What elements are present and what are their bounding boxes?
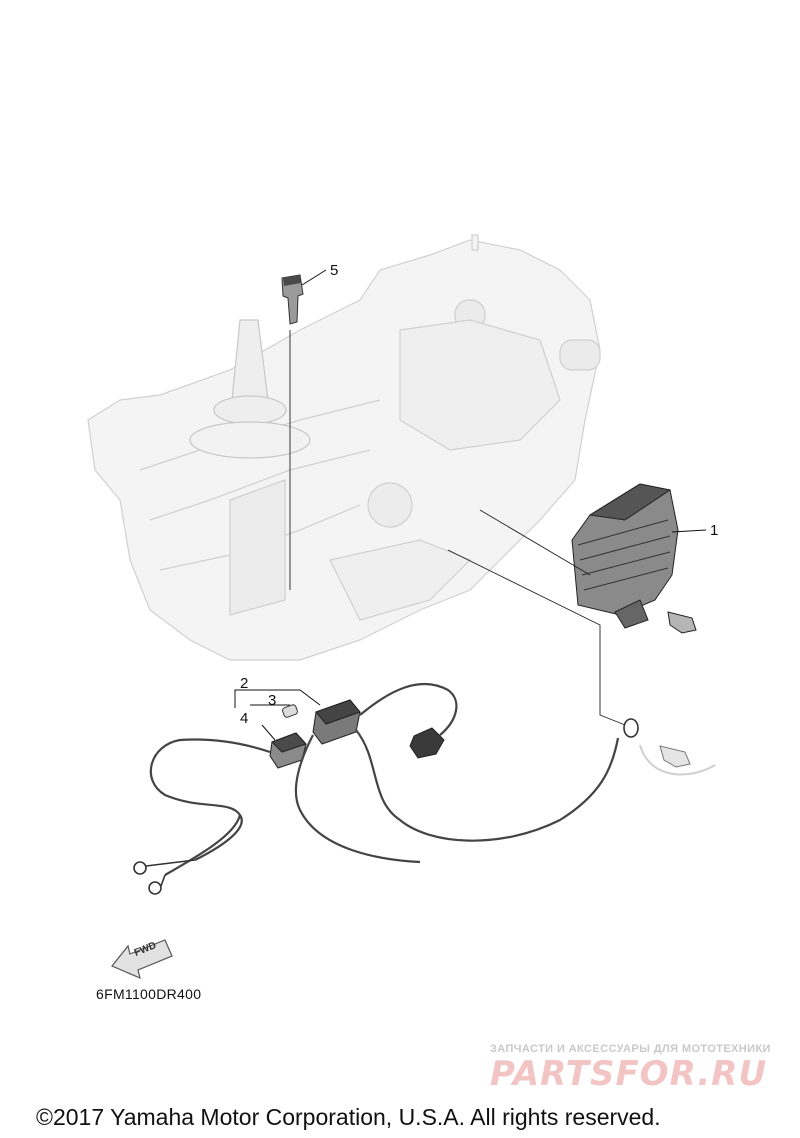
part-3-fuse	[282, 704, 298, 718]
callout-5: 5	[330, 262, 339, 279]
fwd-arrow	[111, 939, 173, 980]
callout-4: 4	[240, 710, 249, 727]
callout-2: 2	[240, 675, 249, 692]
part-5-cap	[281, 274, 304, 325]
wire-harness	[149, 682, 620, 876]
watermark-tagline: ЗАПЧАСТИ И АКСЕССУАРЫ ДЛЯ МОТОТЕХНИКИ	[490, 1043, 771, 1055]
leader-1	[671, 529, 707, 533]
diagram-code: 6FM1100DR400	[96, 986, 202, 1002]
callout-3: 3	[268, 692, 277, 709]
flywheel-cone	[189, 319, 311, 459]
callout-1: 1	[710, 522, 719, 539]
engine-block	[87, 234, 601, 661]
copyright-notice: ©2017 Yamaha Motor Corporation, U.S.A. A…	[36, 1104, 661, 1130]
watermark-logo: PARTSFOR.RU	[490, 1054, 768, 1094]
part-1-rectifier	[571, 483, 697, 634]
leader-1-axis	[479, 509, 591, 576]
part-2-fuse-holder	[312, 699, 361, 745]
ring-terminals	[133, 718, 639, 895]
coupler	[409, 727, 445, 759]
bracket-2-3-4	[234, 689, 321, 741]
ground-leader	[447, 549, 626, 726]
leader-5	[301, 269, 327, 286]
ground-bolt	[639, 744, 716, 776]
